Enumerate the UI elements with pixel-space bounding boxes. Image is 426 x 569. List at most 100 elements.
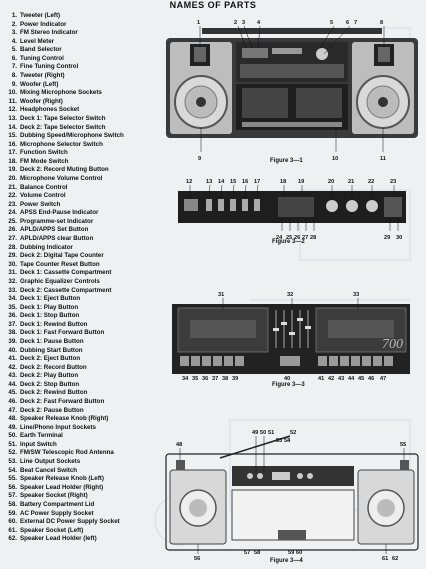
callout-number: 5 bbox=[330, 20, 333, 26]
part-label: Function Switch bbox=[20, 149, 68, 157]
callout-number: 15 bbox=[230, 179, 236, 185]
callout-number: 31 bbox=[218, 292, 224, 298]
part-number: 38. bbox=[8, 329, 17, 337]
part-item: 25.Programme-set Indicator bbox=[4, 218, 154, 227]
part-item: 27.APLD/APPS clear Button bbox=[4, 235, 154, 244]
part-item: 5.Band Selector bbox=[4, 46, 154, 55]
callout-number: 18 bbox=[280, 179, 286, 185]
rear-socket-panel bbox=[232, 466, 354, 486]
band-selector bbox=[272, 48, 302, 54]
callout-number: 46 bbox=[368, 376, 374, 382]
part-item: 61.Speaker Socket (Left) bbox=[4, 527, 154, 536]
graphic-equalizer bbox=[273, 318, 311, 335]
part-label: Speaker Lead Holder (left) bbox=[20, 535, 97, 543]
callout-number: 22 bbox=[368, 179, 374, 185]
callout-number: 35 bbox=[192, 376, 198, 382]
page-title: NAMES OF PARTS bbox=[169, 0, 257, 10]
callout-number: 9 bbox=[198, 156, 201, 162]
part-number: 34. bbox=[8, 295, 17, 303]
part-item: 28.Dubbing Indicator bbox=[4, 244, 154, 253]
part-number: 32. bbox=[8, 277, 17, 285]
callout-number: 50 bbox=[260, 430, 266, 436]
part-item: 32.Graphic Equalizer Controls bbox=[4, 278, 154, 287]
deck-2-window bbox=[296, 88, 342, 118]
part-item: 56.Speaker Lead Holder (Right) bbox=[4, 484, 154, 493]
part-label: Beat Cancel Switch bbox=[20, 466, 78, 474]
callout-number: 16 bbox=[242, 179, 248, 185]
callout-number: 32 bbox=[287, 292, 293, 298]
part-number: 58. bbox=[8, 500, 17, 508]
figure-3-4-caption: Figure 3—4 bbox=[270, 558, 303, 564]
part-label: Speaker Release Knob (Left) bbox=[20, 475, 104, 483]
part-number: 30. bbox=[8, 260, 17, 268]
part-number: 25. bbox=[8, 217, 17, 225]
ac-power-socket bbox=[278, 530, 306, 540]
part-number: 45. bbox=[8, 389, 17, 397]
part-number: 17. bbox=[8, 149, 17, 157]
brand-mark: 700 bbox=[382, 337, 403, 352]
callout-number: 58 bbox=[254, 550, 260, 556]
part-item: 37.Deck 1: Rewind Button bbox=[4, 321, 154, 330]
callout-number: 10 bbox=[332, 156, 338, 162]
callout-number: 30 bbox=[396, 235, 402, 241]
part-number: 60. bbox=[8, 518, 17, 526]
figure-3-2-caption: Figure 3—2 bbox=[272, 239, 305, 245]
part-number: 29. bbox=[8, 252, 17, 260]
part-number: 55. bbox=[8, 475, 17, 483]
callout-number: 26 bbox=[294, 235, 300, 241]
part-number: 46. bbox=[8, 398, 17, 406]
callout-number: 7 bbox=[354, 20, 357, 26]
part-item: 40.Dubbing Start Button bbox=[4, 347, 154, 356]
part-item: 51.Input Switch bbox=[4, 441, 154, 450]
part-item: 39.Deck 1: Pause Button bbox=[4, 338, 154, 347]
rear-body-outline bbox=[165, 453, 419, 551]
part-number: 5. bbox=[11, 46, 17, 54]
part-item: 29.Deck 2: Digital Tape Counter bbox=[4, 252, 154, 261]
part-number: 16. bbox=[8, 140, 17, 148]
part-label: Tuning Control bbox=[20, 54, 64, 62]
part-number: 53. bbox=[8, 458, 17, 466]
part-item: 18.FM Mode Switch bbox=[4, 158, 154, 167]
part-label: Deck 1: Tape Selector Switch bbox=[20, 114, 106, 122]
part-item: 6.Tuning Control bbox=[4, 55, 154, 64]
part-item: 20.Microphone Volume Control bbox=[4, 175, 154, 184]
part-number: 26. bbox=[8, 226, 17, 234]
figure-3-1-caption: Figure 3—1 bbox=[270, 158, 303, 164]
part-number: 61. bbox=[8, 526, 17, 534]
part-label: Deck 1: Eject Button bbox=[20, 295, 81, 303]
callout-number: 20 bbox=[328, 179, 334, 185]
part-item: 13.Deck 1: Tape Selector Switch bbox=[4, 115, 154, 124]
part-label: Battery Compartment Lid bbox=[20, 500, 95, 508]
callout-number: 38 bbox=[222, 376, 228, 382]
callout-number: 41 bbox=[318, 376, 324, 382]
part-number: 10. bbox=[8, 89, 17, 97]
part-item: 8.Tweeter (Right) bbox=[4, 72, 154, 81]
part-number: 51. bbox=[8, 440, 17, 448]
part-label: Deck 2: Tape Selector Switch bbox=[20, 123, 106, 131]
part-label: Deck 2: Play Button bbox=[20, 372, 79, 380]
part-item: 22.Volume Control bbox=[4, 192, 154, 201]
mic-volume-knob bbox=[326, 200, 338, 212]
callout-number: 40 bbox=[284, 376, 290, 382]
part-item: 24.APSS End-Pause Indicator bbox=[4, 209, 154, 218]
part-item: 48.Speaker Release Knob (Right) bbox=[4, 415, 154, 424]
part-item: 1.Tweeter (Left) bbox=[4, 12, 154, 21]
part-item: 31.Deck 1: Cassette Compartment bbox=[4, 269, 154, 278]
part-label: FM Mode Switch bbox=[20, 157, 69, 165]
speaker-release-knob-right bbox=[176, 460, 185, 470]
part-item: 11.Woofer (Right) bbox=[4, 98, 154, 107]
apss-panel bbox=[278, 197, 314, 217]
part-item: 36.Deck 1: Stop Button bbox=[4, 312, 154, 321]
part-label: Power Indicator bbox=[20, 20, 67, 28]
callout-number: 21 bbox=[348, 179, 354, 185]
part-label: Woofer (Right) bbox=[20, 97, 63, 105]
speaker-release-knob-left bbox=[400, 460, 409, 470]
part-number: 36. bbox=[8, 312, 17, 320]
part-item: 55.Speaker Release Knob (Left) bbox=[4, 475, 154, 484]
part-label: APSS End-Pause Indicator bbox=[20, 209, 99, 217]
callout-number: 23 bbox=[390, 179, 396, 185]
part-number: 52. bbox=[8, 449, 17, 457]
